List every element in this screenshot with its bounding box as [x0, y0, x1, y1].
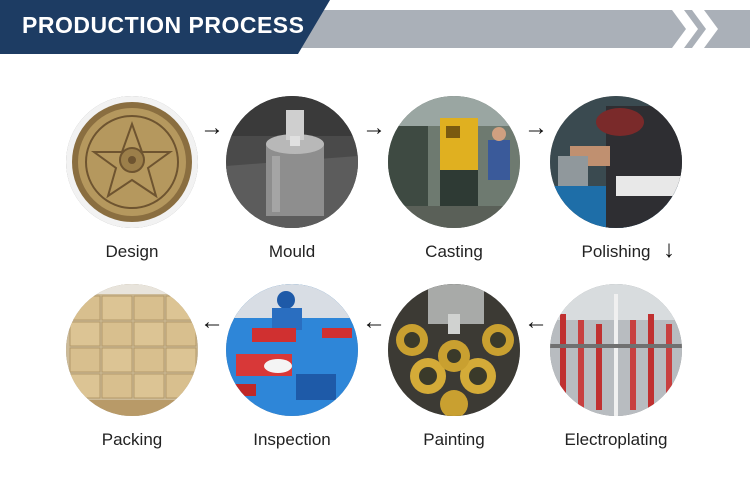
- step-label: Electroplating: [564, 430, 668, 449]
- design-coin-image: [66, 96, 198, 228]
- step-inspection: Inspection: [222, 284, 362, 474]
- step-label: Casting: [425, 242, 483, 261]
- arrow-down-icon: ↓: [663, 236, 675, 263]
- step-label: Mould: [268, 242, 316, 261]
- arrow-right-icon: →: [524, 114, 548, 141]
- step-label: Inspection: [253, 430, 331, 449]
- step-label: Design: [105, 242, 159, 261]
- packing-boxes-image: [66, 284, 198, 416]
- step-polishing: Polishing: [546, 96, 686, 286]
- electroplating-line-image: [550, 284, 682, 416]
- step-label: Packing: [101, 430, 163, 449]
- casting-factory-image: [388, 96, 520, 228]
- arrow-right-icon: →: [200, 114, 224, 141]
- arrow-right-icon: →: [362, 114, 386, 141]
- double-chevron-right-icon: [672, 10, 718, 48]
- page-title: PRODUCTION PROCESS: [22, 12, 305, 38]
- header-banner: [0, 0, 330, 54]
- polishing-worker-image: [550, 96, 682, 228]
- mould-machine-image: [226, 96, 358, 228]
- step-painting: Painting: [384, 284, 524, 474]
- step-casting: Casting: [384, 96, 524, 286]
- inspection-workers-image: [226, 284, 358, 416]
- step-label: Polishing: [581, 242, 651, 261]
- painting-coins-image: [388, 284, 520, 416]
- header-accent-bar: [300, 10, 750, 48]
- step-electroplating: Electroplating: [546, 284, 686, 474]
- step-mould: Mould: [222, 96, 362, 286]
- arrow-left-icon: ←: [362, 308, 386, 335]
- step-design: Design: [62, 96, 202, 286]
- step-label: Painting: [423, 430, 485, 449]
- step-packing: Packing: [62, 284, 202, 474]
- arrow-left-icon: ←: [200, 308, 224, 335]
- arrow-left-icon: ←: [524, 308, 548, 335]
